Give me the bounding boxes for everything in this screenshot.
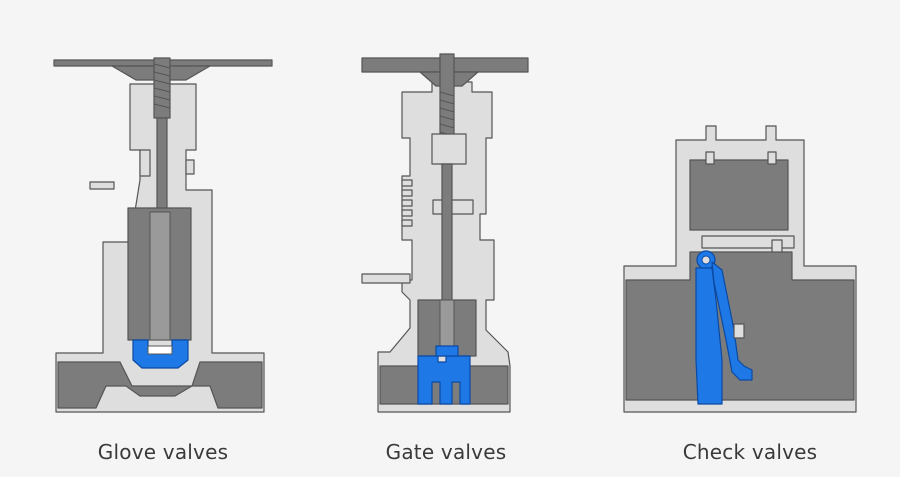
glove-valve-icon [53, 57, 273, 413]
glove-valve-caption: Glove valves [97, 440, 229, 464]
gate-valve-caption: Gate valves [385, 440, 507, 464]
gate-valve-icon [361, 53, 529, 413]
check-valve-caption: Check valves [682, 440, 818, 464]
check-valve-icon [623, 125, 857, 413]
